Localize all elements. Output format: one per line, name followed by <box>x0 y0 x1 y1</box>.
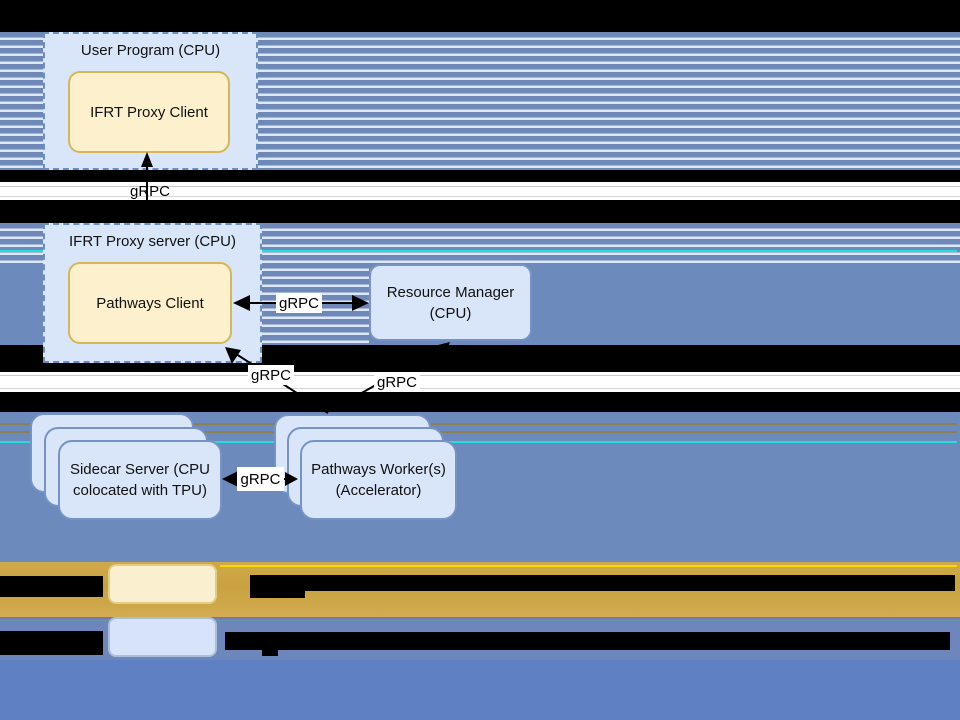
cyan-glitch-line <box>0 441 957 443</box>
edge-proxy-client-server <box>141 152 153 222</box>
bottom-blue-band <box>0 660 960 720</box>
legend-redacted-bar <box>250 575 955 591</box>
sidecar-server-line2: colocated with TPU) <box>73 482 207 499</box>
legend-yellow-swatch <box>108 564 217 604</box>
sidecar-server-card-front: Sidecar Server (CPU colocated with TPU) <box>58 440 222 520</box>
black-band-4 <box>0 392 960 412</box>
gold-highlight-line <box>220 565 957 567</box>
pathways-workers-card-front: Pathways Worker(s) (Accelerator) <box>300 440 457 520</box>
ifrt-proxy-server-title: IFRT Proxy server (CPU) <box>69 233 236 250</box>
legend-redacted-bar <box>0 631 103 655</box>
black-band-1 <box>0 170 960 182</box>
resource-manager-node: Resource Manager (CPU) <box>369 264 532 341</box>
sidecar-server-line1: Sidecar Server (CPU <box>69 461 211 478</box>
grpc-label-proxy: gRPC <box>129 183 170 200</box>
ifrt-proxy-client-node: IFRT Proxy Client <box>68 71 230 153</box>
resource-manager-line1: Resource Manager <box>386 283 515 301</box>
legend-redacted-bar <box>225 632 950 650</box>
olive-glitch-line <box>0 431 957 433</box>
grpc-label-sidecar-workers: gRPC <box>237 467 284 491</box>
gray-glitch-line <box>0 375 960 376</box>
gray-glitch-line <box>0 186 960 187</box>
legend-redacted-bar <box>250 586 305 598</box>
legend-blue-swatch <box>108 617 217 657</box>
resource-manager-line2: (CPU) <box>429 304 472 322</box>
purple-glitch-line <box>0 617 960 619</box>
white-band-2 <box>0 372 960 392</box>
grpc-label-resource-manager: gRPC <box>276 293 322 313</box>
gray-glitch-line <box>0 388 960 389</box>
pathways-client-label: Pathways Client <box>96 294 204 312</box>
user-program-title: User Program (CPU) <box>80 42 221 59</box>
gray-glitch-line <box>0 196 960 197</box>
grpc-label-client-workers: gRPC <box>248 365 294 385</box>
black-band-2 <box>0 200 960 223</box>
grpc-label-rm-workers: gRPC <box>374 372 420 392</box>
stripe-patch <box>262 223 369 345</box>
pathways-client-node: Pathways Client <box>68 262 232 344</box>
pathways-workers-line1: Pathways Worker(s) <box>311 461 446 478</box>
olive-glitch-line <box>0 423 957 425</box>
top-letterbox-band <box>0 0 960 32</box>
pathways-workers-line2: (Accelerator) <box>335 482 422 499</box>
legend-redacted-bar <box>0 576 103 597</box>
slate-glitch-line <box>0 620 960 621</box>
cyan-glitch-line <box>0 250 957 252</box>
legend-redacted-bar <box>262 648 278 656</box>
ifrt-proxy-client-label: IFRT Proxy Client <box>90 103 208 121</box>
